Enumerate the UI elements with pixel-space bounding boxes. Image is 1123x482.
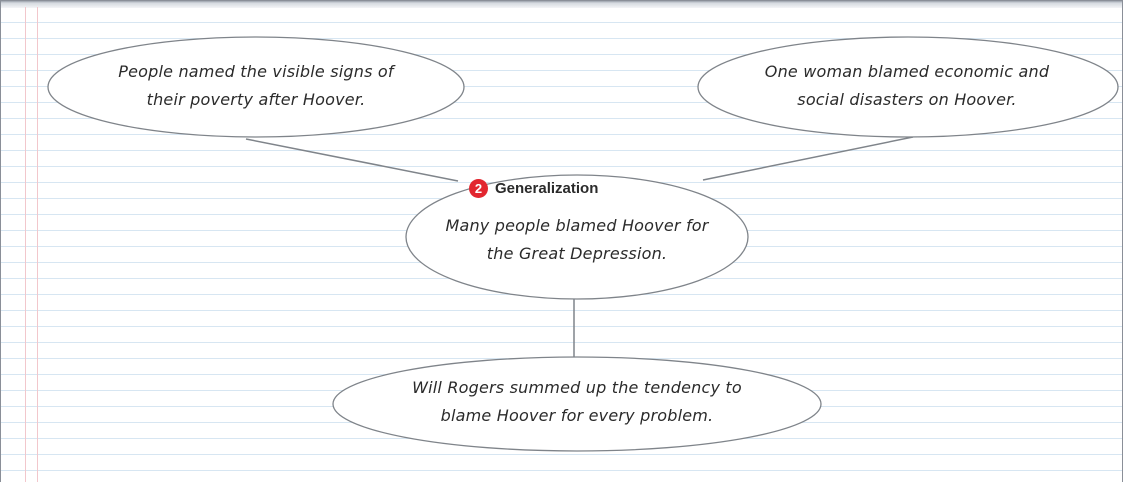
oval-top-right	[697, 36, 1119, 138]
center-note-line-1: Many people blamed Hoover for	[445, 216, 709, 235]
connector-top-left	[245, 138, 459, 182]
page-top-edge	[1, 1, 1122, 8]
generalization-heading: 2 Generalization	[469, 177, 598, 199]
oval-top-left	[47, 36, 465, 138]
oval-bottom	[332, 356, 822, 452]
top-left-note-line-1: People named the visible signs of	[118, 62, 394, 81]
top-right-note-line-1: One woman blamed economic and	[764, 62, 1050, 81]
bottom-note-line-2: blame Hoover for every problem.	[440, 406, 714, 425]
margin-line-right	[37, 7, 38, 482]
step-number-badge: 2	[469, 178, 488, 198]
margin-line-left	[25, 7, 26, 482]
bottom-note-line-1: Will Rogers summed up the tendency to	[412, 378, 742, 397]
center-note: Many people blamed Hoover for the Great …	[407, 212, 747, 268]
top-left-note: People named the visible signs of their …	[56, 58, 456, 114]
top-right-note-line-2: social disasters on Hoover.	[797, 90, 1017, 109]
top-left-note-line-2: their poverty after Hoover.	[146, 90, 366, 109]
connector-top-right	[702, 136, 914, 181]
bottom-note: Will Rogers summed up the tendency to bl…	[341, 374, 813, 430]
center-note-line-2: the Great Depression.	[486, 244, 668, 263]
top-right-note: One woman blamed economic and social dis…	[707, 58, 1107, 114]
oval-center	[405, 174, 749, 300]
generalization-label: Generalization	[495, 179, 599, 197]
